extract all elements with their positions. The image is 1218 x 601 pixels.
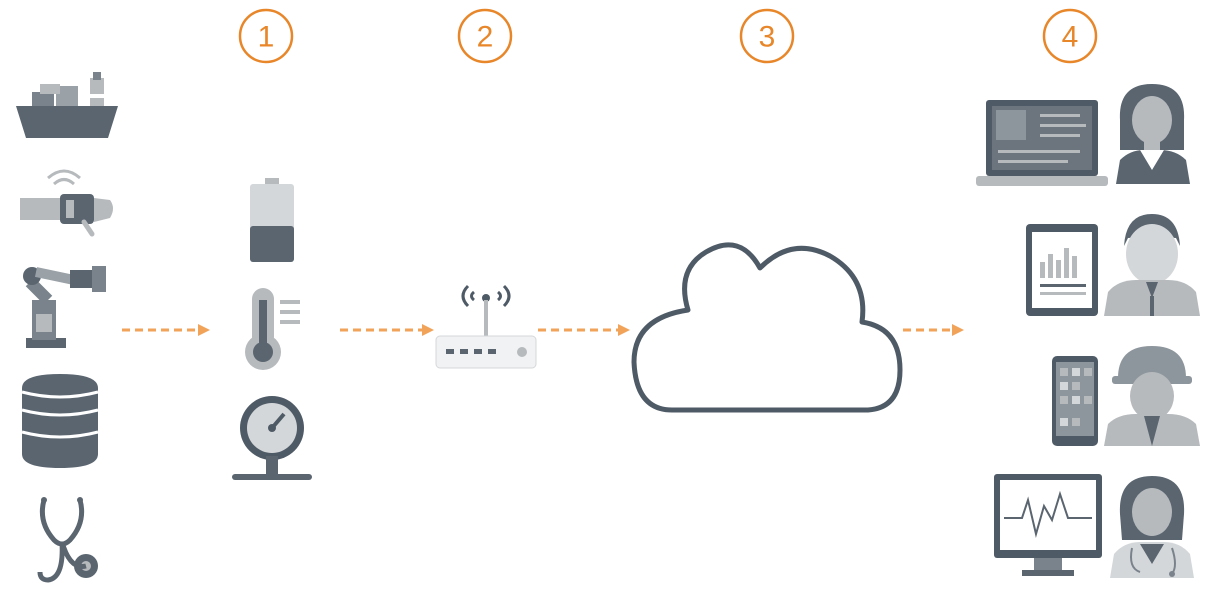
flow-arrow-3 <box>538 324 630 336</box>
step-marker-4: 4 <box>1042 8 1098 64</box>
step-marker-3: 3 <box>739 8 795 64</box>
step-marker-2: 2 <box>457 8 513 64</box>
battery-sensor-icon <box>250 178 294 262</box>
step-marker-1: 1 <box>238 8 294 64</box>
flow-arrow-2 <box>340 324 434 336</box>
doctor-icon <box>1110 476 1194 578</box>
smartphone-icon <box>1052 356 1098 446</box>
database-icon <box>21 374 99 468</box>
step-number: 1 <box>258 21 275 54</box>
wifi-router-icon <box>435 284 537 369</box>
step-number: 2 <box>477 21 494 54</box>
businesswoman-icon <box>1116 84 1190 184</box>
thermometer-icon <box>245 288 300 370</box>
stethoscope-icon <box>37 497 98 583</box>
cloud-icon <box>631 242 903 413</box>
flow-arrow-1 <box>122 324 210 336</box>
step-number: 4 <box>1062 21 1079 54</box>
laptop-icon <box>976 100 1108 186</box>
robotic-arm-icon <box>23 266 106 348</box>
pressure-gauge-icon <box>232 396 312 480</box>
wearable-wristband-icon <box>20 169 113 237</box>
ship-icon <box>16 72 118 138</box>
tablet-chart-icon <box>1026 224 1098 316</box>
step-number: 3 <box>759 21 776 54</box>
heart-monitor-icon <box>994 474 1102 576</box>
engineer-hardhat-icon <box>1104 346 1200 446</box>
businessman-icon <box>1104 214 1200 316</box>
flow-arrow-4 <box>903 324 964 336</box>
